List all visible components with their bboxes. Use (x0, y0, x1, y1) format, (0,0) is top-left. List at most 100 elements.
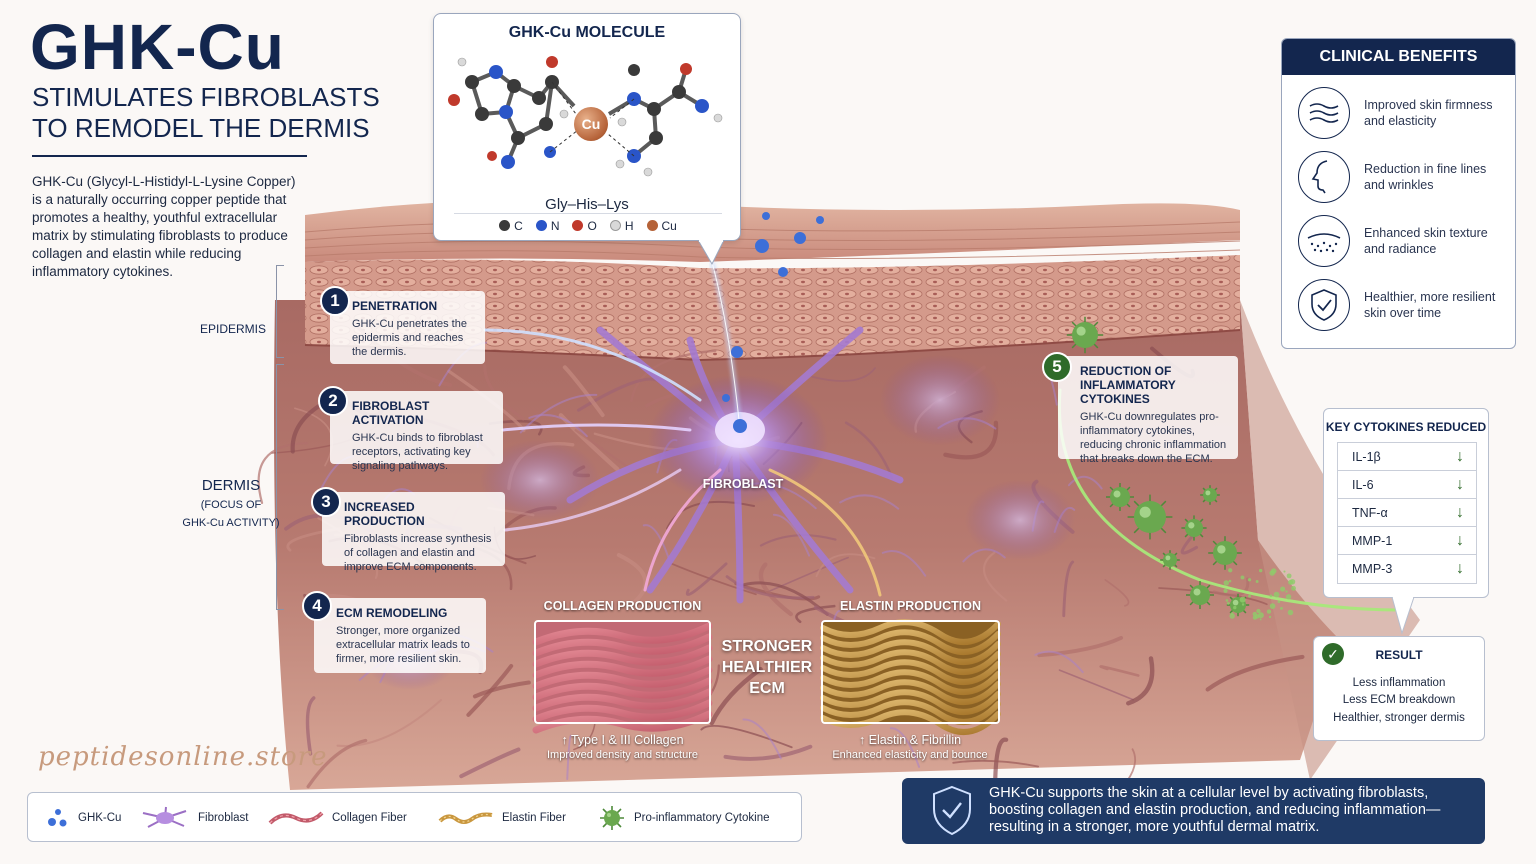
clinical-benefits-panel: CLINICAL BENEFITS Improved skin firmness… (1281, 38, 1516, 349)
collagen-production-title: COLLAGEN PRODUCTION (543, 599, 702, 613)
copper-dot-icon (646, 219, 658, 231)
cytokine-name: TNF-α (1352, 505, 1388, 520)
step-5-title-line-2: INFLAMMATORY CYTOKINES (1080, 378, 1176, 406)
dermis-label: DERMIS (FOCUS OF GHK-Cu ACTIVITY) (168, 477, 294, 529)
step-3-box: INCREASED PRODUCTION Fibroblasts increas… (322, 492, 505, 573)
shield-check-icon (1298, 279, 1350, 331)
step-1-text: GHK-Cu penetrates the epidermis and reac… (352, 318, 467, 358)
molecule-structure-icon (448, 56, 723, 177)
cytokine-row: TNF-α↓ (1338, 499, 1476, 527)
molecule-title: GHK-Cu MOLECULE (508, 24, 666, 41)
benefit-item: Enhanced skin texture and radiance (1298, 215, 1504, 267)
oxygen-dot-icon (572, 219, 584, 231)
step-5-text: GHK-Cu downregulates pro-inflammatory cy… (1080, 411, 1227, 465)
benefit-item: Reduction in fine lines and wrinkles (1298, 151, 1504, 203)
collagen-caption: ↑ Type I & III Collagen (561, 733, 684, 747)
atom-legend-cu: Cu (646, 219, 677, 233)
benefit-3-line-2: and radiance (1364, 242, 1437, 256)
texture-icon (1298, 215, 1350, 267)
result-line-2: Less ECM breakdown (1342, 694, 1456, 706)
ecm-line-2: HEALTHIER (721, 659, 813, 676)
cytokine-row: IL-1β↓ (1338, 443, 1476, 471)
elastin-subcaption: Enhanced elasticity and bounce (832, 749, 988, 761)
legend-item: Elastin Fiber (438, 793, 566, 843)
step-2-title: FIBROBLAST ACTIVATION (352, 399, 430, 427)
epidermis-label: EPIDERMIS (199, 322, 266, 336)
dermis-note-2: GHK-Cu ACTIVITY) (182, 517, 280, 529)
benefit-2-line-2: and wrinkles (1364, 178, 1434, 192)
subtitle-line-2: TO REMODEL THE DERMIS (32, 113, 370, 143)
legend-item: Fibroblast (140, 793, 249, 843)
benefits-title: CLINICAL BENEFITS (1282, 39, 1515, 75)
cytokine-icon (600, 806, 624, 830)
benefit-1-line-2: and elasticity (1364, 114, 1437, 128)
step-2-text: GHK-Cu binds to fibroblast receptors, ac… (352, 432, 483, 472)
collagen-subcaption: Improved density and structure (546, 749, 699, 761)
down-arrow-icon: ↓ (1456, 560, 1464, 577)
cytokine-callout-pointer (1391, 597, 1415, 635)
step-5-badge: 5 (1042, 352, 1072, 382)
title-divider (32, 155, 307, 157)
step-3-text: Fibroblasts increase synthesis of collag… (344, 533, 492, 573)
result-title: RESULT (1375, 648, 1423, 662)
page-subtitle: STIMULATES FIBROBLASTS TO REMODEL THE DE… (32, 82, 392, 144)
atom-legend-o: O (572, 219, 597, 233)
benefit-1-line-1: Improved skin firmness (1364, 98, 1493, 112)
ghk-cu-icon (48, 809, 67, 827)
legend-item: GHK-Cu (46, 793, 121, 843)
cytokine-row: MMP-1↓ (1338, 527, 1476, 555)
dermis-bracket (276, 364, 284, 610)
cytokine-name: IL-6 (1352, 477, 1374, 492)
step-4-badge: 4 (302, 591, 332, 621)
shield-check-icon (933, 785, 971, 836)
down-arrow-icon: ↓ (1456, 475, 1464, 493)
step-1-box: PENETRATION GHK-Cu penetrates the epider… (330, 291, 485, 364)
atom-legend-c: C (499, 219, 523, 233)
legend-item: Collagen Fiber (268, 793, 407, 843)
cytokines-title: KEY CYTOKINES REDUCED (1325, 420, 1487, 434)
molecule-callout-pointer (698, 240, 725, 266)
elastin-production-title: ELASTIN PRODUCTION (840, 599, 981, 613)
molecule-formula: Gly–His–Lys (545, 196, 629, 213)
dermis-title: DERMIS (201, 477, 261, 494)
stronger-ecm-label: STRONGER HEALTHIER ECM (714, 636, 820, 699)
benefit-3-line-1: Enhanced skin texture (1364, 226, 1488, 240)
legend-label: Fibroblast (198, 812, 249, 824)
down-arrow-icon: ↓ (1456, 447, 1464, 465)
step-5-title: REDUCTION OF INFLAMMATORY CYTOKINES (1080, 364, 1228, 406)
atom-legend-n: N (535, 219, 559, 233)
step-5-box: REDUCTION OF INFLAMMATORY CYTOKINES GHK-… (1058, 356, 1238, 465)
waves-icon (1298, 87, 1350, 139)
copper-atom-icon: Cu (574, 107, 608, 141)
cytokine-row: MMP-3↓ (1338, 555, 1476, 583)
collagen-fiber-icon (268, 811, 324, 825)
diagram-legend: GHK-Cu Fibroblast Collagen Fiber Elastin… (27, 792, 802, 842)
ecm-line-3: ECM (749, 680, 785, 697)
step-1-badge: 1 (320, 286, 350, 316)
summary-text: GHK-Cu supports the skin at a cellular l… (989, 785, 1441, 835)
benefit-2-line-1: Reduction in fine lines (1364, 162, 1487, 176)
result-line-3: Healthier, stronger dermis (1333, 712, 1465, 724)
benefit-4-line-1: Healthier, more resilient (1364, 290, 1496, 304)
fibroblast-icon (142, 806, 187, 828)
key-cytokines-panel: KEY CYTOKINES REDUCED IL-1β↓ IL-6 ↓ TNF-α… (1323, 408, 1489, 598)
step-4-text: Stronger, more organized extracellular m… (336, 625, 470, 665)
atom-legend: C N O H Cu (454, 213, 722, 237)
step-4-box: ECM REMODELING Stronger, more organized … (314, 598, 486, 673)
intro-paragraph: GHK-Cu (Glycyl-L-Histidyl-L-Lysine Coppe… (32, 174, 296, 279)
down-arrow-icon: ↓ (1456, 531, 1464, 549)
legend-item: Pro-inflammatory Cytokine (598, 793, 769, 843)
elastin-caption: ↑ Elastin & Fibrillin (858, 733, 962, 747)
nitrogen-dot-icon (535, 219, 547, 231)
cytokine-list: IL-1β↓ IL-6↓ TNF-α↓ MMP-1↓ MMP-3↓ (1337, 442, 1477, 584)
legend-label: Pro-inflammatory Cytokine (634, 812, 770, 824)
elastin-fiber-icon (438, 812, 493, 824)
fibroblast-label: FIBROBLAST (702, 477, 784, 491)
epidermis-bracket (276, 265, 284, 358)
benefit-4-line-2: skin over time (1364, 306, 1442, 320)
watermark: peptidesonline.store (38, 742, 328, 772)
carbon-dot-icon (499, 219, 511, 231)
result-panel: ✓ RESULT Less inflammation Less ECM brea… (1313, 636, 1485, 741)
step-4-title: ECM REMODELING (336, 606, 448, 620)
legend-label: GHK-Cu (78, 812, 122, 824)
